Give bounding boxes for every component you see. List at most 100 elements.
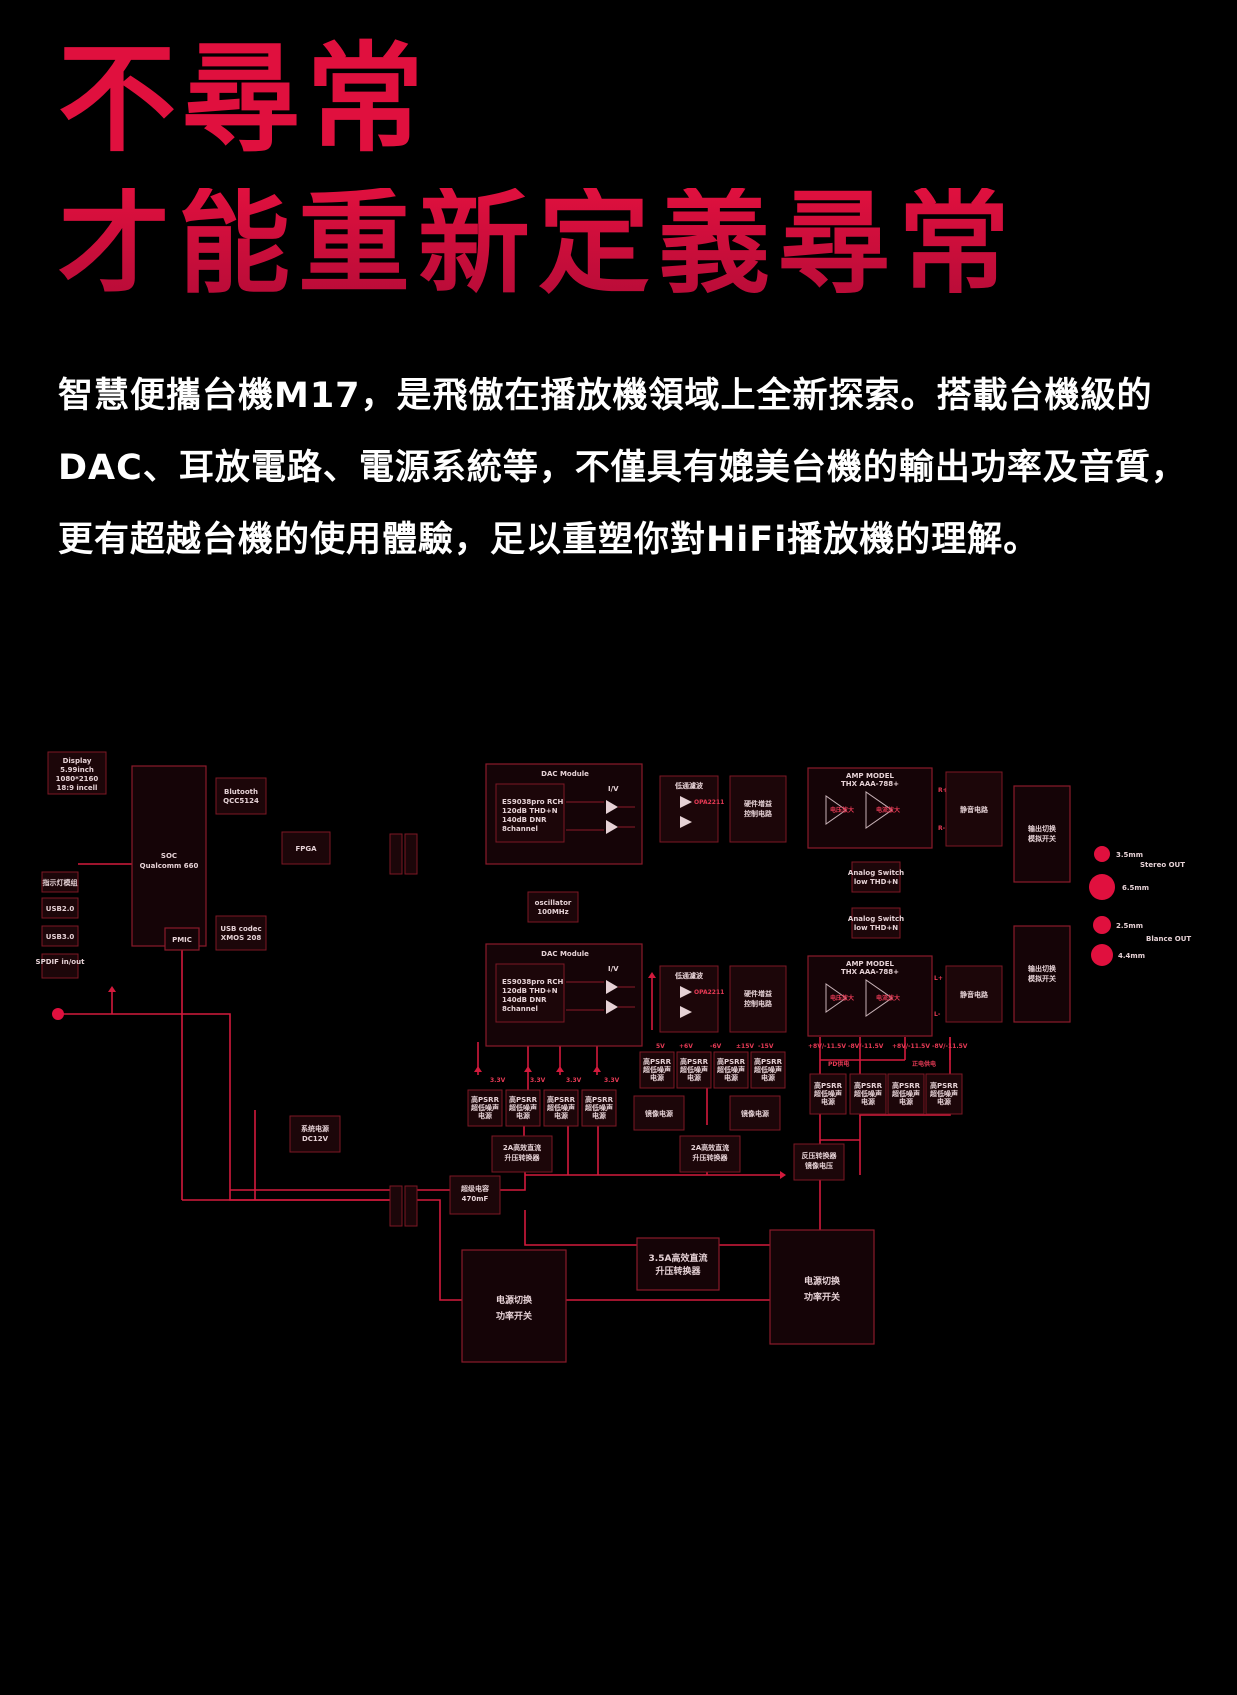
- svg-text:超低噪声: 超低噪声: [717, 1065, 745, 1074]
- svg-text:QCC5124: QCC5124: [223, 797, 259, 805]
- svg-text:3.3V: 3.3V: [566, 1077, 582, 1084]
- jack-6-5mm: [1089, 874, 1115, 900]
- svg-text:镜像电源: 镜像电源: [741, 1109, 769, 1118]
- output-switch-1: 输出切换 模拟开关: [1013, 785, 1071, 883]
- svg-text:120dB THD+N: 120dB THD+N: [502, 807, 558, 815]
- display-block: Display 5.99inch 1080*2160 18:9 incell: [47, 751, 107, 795]
- svg-text:控制电路: 控制电路: [744, 999, 773, 1008]
- oscillator-block: oscillator 100MHz: [527, 891, 579, 923]
- svg-text:高PSRR: 高PSRR: [585, 1095, 614, 1104]
- svg-text:系统电源: 系统电源: [301, 1124, 329, 1133]
- svg-text:I/V: I/V: [608, 785, 619, 793]
- svg-text:高PSRR: 高PSRR: [680, 1057, 709, 1066]
- mute-circuit-2: 静音电路: [945, 965, 1003, 1023]
- dac-module-2: DAC Module ES9038pro RCH 120dB THD+N 140…: [485, 943, 643, 1047]
- svg-text:2.5mm: 2.5mm: [1116, 922, 1143, 930]
- svg-text:高PSRR: 高PSRR: [717, 1057, 746, 1066]
- svg-text:高PSRR: 高PSRR: [814, 1081, 843, 1090]
- svg-text:DAC Module: DAC Module: [541, 950, 589, 958]
- svg-text:高PSRR: 高PSRR: [930, 1081, 959, 1090]
- svg-text:电压放大: 电压放大: [830, 994, 854, 1002]
- svg-text:电源: 电源: [821, 1097, 835, 1106]
- svg-text:±15V: ±15V: [736, 1043, 754, 1050]
- svg-text:Analog Switch: Analog Switch: [848, 915, 904, 923]
- boost-2a-left: 2A高效直流 升压转换器: [491, 1135, 553, 1173]
- pmic-block: PMIC: [164, 927, 200, 951]
- svg-text:高PSRR: 高PSRR: [754, 1057, 783, 1066]
- svg-text:控制电路: 控制电路: [744, 809, 773, 818]
- soc-block: SOC Qualcomm 660: [131, 765, 207, 947]
- low-pass-filter-2: 低通濾波 OPA2211: [659, 965, 724, 1033]
- svg-text:超低噪声: 超低噪声: [854, 1089, 882, 1098]
- svg-text:THX AAA-788+: THX AAA-788+: [841, 968, 899, 976]
- connector-top: [389, 833, 418, 875]
- svg-text:指示灯模组: 指示灯模组: [43, 878, 78, 887]
- svg-text:+8V/-11.5V: +8V/-11.5V: [808, 1043, 846, 1050]
- svg-text:USB3.0: USB3.0: [46, 933, 75, 941]
- svg-text:R-: R-: [938, 825, 946, 832]
- svg-text:-6V: -6V: [710, 1043, 722, 1050]
- svg-text:18:9 incell: 18:9 incell: [57, 784, 98, 792]
- svg-text:ES9038pro RCH: ES9038pro RCH: [502, 978, 564, 986]
- svg-text:电源: 电源: [478, 1111, 492, 1120]
- svg-text:1080*2160: 1080*2160: [56, 775, 99, 783]
- svg-text:3.3V: 3.3V: [490, 1077, 506, 1084]
- svg-text:电流放大: 电流放大: [876, 994, 900, 1002]
- left-ports: 指示灯模组 USB2.0 USB3.0 SPDIF in/out: [36, 871, 86, 979]
- svg-text:AMP MODEL: AMP MODEL: [846, 960, 894, 968]
- svg-text:2A高效直流: 2A高效直流: [503, 1143, 541, 1152]
- power-switch-right: 电源切换 功率开关: [769, 1229, 875, 1345]
- svg-text:升压转换器: 升压转换器: [655, 1265, 701, 1277]
- m17-block-diagram: Display 5.99inch 1080*2160 18:9 incell 指…: [36, 751, 1191, 1363]
- svg-text:高PSRR: 高PSRR: [547, 1095, 576, 1104]
- intro-paragraph: 智慧便攜台機M17，是飛傲在播放機領域上全新探索。搭載台機級的DAC、耳放電路、…: [58, 376, 1187, 560]
- svg-text:Stereo OUT: Stereo OUT: [1140, 861, 1185, 869]
- svg-text:高PSRR: 高PSRR: [854, 1081, 883, 1090]
- svg-text:正电供电: 正电供电: [912, 1060, 936, 1068]
- svg-text:低通濾波: 低通濾波: [674, 971, 704, 980]
- svg-text:8channel: 8channel: [502, 1005, 538, 1013]
- super-capacitor: 超级电容 470mF: [449, 1175, 501, 1215]
- svg-text:-8V/-11.5V: -8V/-11.5V: [932, 1043, 968, 1050]
- svg-text:low THD+N: low THD+N: [854, 924, 898, 932]
- analog-switch-1: Analog Switch low THD+N: [848, 861, 904, 893]
- svg-text:输出切换: 输出切换: [1028, 824, 1057, 833]
- gain-control-1: 硬件增益 控制电路: [729, 775, 787, 843]
- svg-text:高PSRR: 高PSRR: [892, 1081, 921, 1090]
- output-jacks: 3.5mm Stereo OUT 6.5mm 2.5mm Blance OUT …: [1089, 846, 1191, 966]
- power-input-node: [52, 1008, 64, 1020]
- svg-text:4.4mm: 4.4mm: [1118, 952, 1145, 960]
- svg-text:电源切换: 电源切换: [496, 1294, 533, 1306]
- svg-text:100MHz: 100MHz: [537, 908, 569, 916]
- psrr-row-right: 高PSRR 超低噪声 电源 高PSRR 超低噪声 电源 高PSRR 超低噪声 电…: [809, 1073, 963, 1115]
- svg-text:OPA2211: OPA2211: [694, 989, 724, 996]
- svg-text:+8V/-11.5V: +8V/-11.5V: [892, 1043, 930, 1050]
- svg-text:超低噪声: 超低噪声: [930, 1089, 958, 1098]
- svg-text:超低噪声: 超低噪声: [892, 1089, 920, 1098]
- svg-text:镜像电压: 镜像电压: [805, 1161, 833, 1170]
- psrr-row-left: 高PSRR 超低噪声 电源 高PSRR 超低噪声 电源 高PSRR 超低噪声 电…: [467, 1089, 617, 1127]
- svg-text:超低噪声: 超低噪声: [471, 1103, 499, 1112]
- svg-text:8channel: 8channel: [502, 825, 538, 833]
- svg-text:高PSRR: 高PSRR: [509, 1095, 538, 1104]
- svg-text:升压转换器: 升压转换器: [505, 1153, 541, 1162]
- svg-text:超低噪声: 超低噪声: [547, 1103, 575, 1112]
- svg-text:超低噪声: 超低噪声: [643, 1065, 671, 1074]
- svg-text:-15V: -15V: [758, 1043, 774, 1050]
- bluetooth-block: Blutooth QCC5124: [215, 777, 267, 815]
- mute-circuit-1: 静音电路: [945, 771, 1003, 847]
- svg-text:电源: 电源: [592, 1111, 606, 1120]
- svg-text:L+: L+: [934, 975, 943, 982]
- svg-text:140dB DNR: 140dB DNR: [502, 996, 547, 1004]
- analog-switch-2: Analog Switch low THD+N: [848, 907, 904, 939]
- mirror-converter: 反压转换器 镜像电压: [793, 1143, 845, 1181]
- svg-text:镜像电源: 镜像电源: [645, 1109, 673, 1118]
- system-power: 系统电源 DC12V: [289, 1115, 341, 1153]
- svg-text:电源: 电源: [861, 1097, 875, 1106]
- svg-text:L-: L-: [934, 1011, 941, 1018]
- svg-text:低通濾波: 低通濾波: [674, 781, 704, 790]
- svg-text:FPGA: FPGA: [295, 845, 317, 853]
- svg-text:USB codec: USB codec: [220, 925, 261, 933]
- svg-text:SPDIF in/out: SPDIF in/out: [36, 958, 86, 966]
- svg-text:电源: 电源: [761, 1073, 775, 1082]
